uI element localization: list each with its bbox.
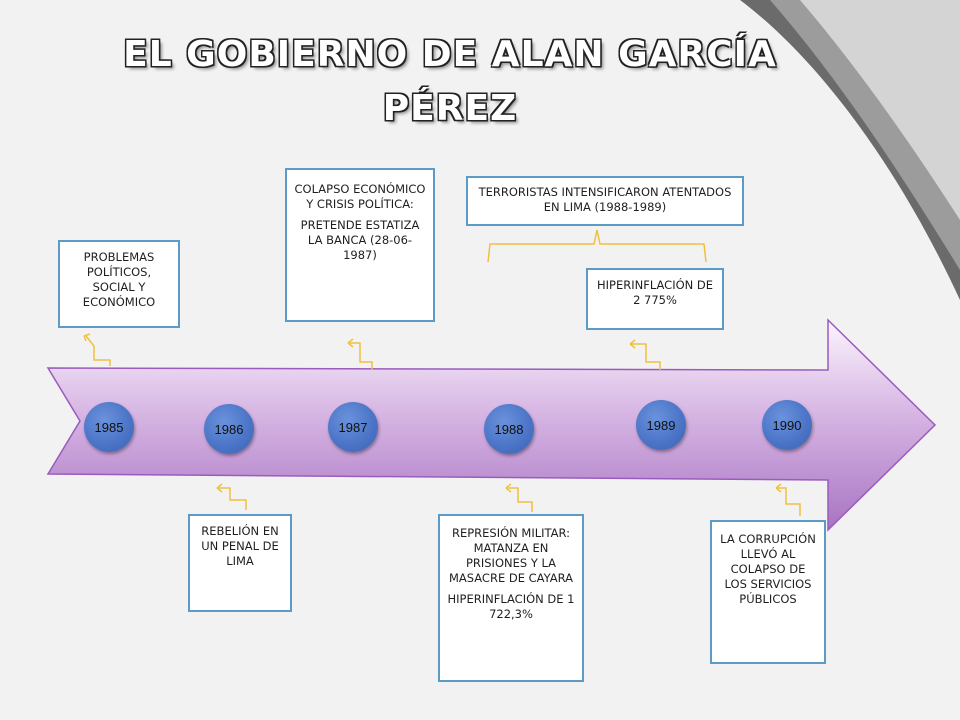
event-text: TERRORISTAS INTENSIFICARON ATENTADOS EN …: [478, 185, 732, 214]
year-1989: 1989: [636, 400, 686, 450]
event-box-1986: REBELIÓN EN UN PENAL DE LIMA: [188, 514, 292, 612]
event-text: PROBLEMAS POLÍTICOS, SOCIAL Y ECONÓMICO: [82, 250, 156, 309]
title-line-1: EL GOBIERNO DE ALAN GARCÍA: [123, 34, 777, 75]
event-text: HIPERINFLACIÓN DE 1 722,3%: [447, 592, 575, 621]
title-line-2: PÉREZ: [382, 88, 518, 129]
year-1986: 1986: [204, 404, 254, 454]
event-box-1989: HIPERINFLACIÓN DE 2 775%: [586, 268, 724, 330]
year-1987: 1987: [328, 402, 378, 452]
connectors: [83, 333, 801, 516]
event-text: HIPERINFLACIÓN DE 2 775%: [596, 278, 714, 307]
event-text: REBELIÓN EN UN PENAL DE LIMA: [201, 524, 279, 568]
event-text: REPRESIÓN MILITAR: MATANZA EN PRISIONES …: [448, 526, 574, 585]
event-box-1988-top: TERRORISTAS INTENSIFICARON ATENTADOS EN …: [466, 176, 744, 226]
year-1988: 1988: [484, 404, 534, 454]
event-box-1988-bottom: REPRESIÓN MILITAR: MATANZA EN PRISIONES …: [438, 514, 584, 682]
event-box-1990: LA CORRUPCIÓN LLEVÓ AL COLAPSO DE LOS SE…: [710, 520, 826, 664]
event-box-1985: PROBLEMAS POLÍTICOS, SOCIAL Y ECONÓMICO: [58, 240, 180, 328]
page-title: EL GOBIERNO DE ALAN GARCÍA PÉREZ: [70, 28, 830, 136]
event-box-1987: COLAPSO ECONÓMICO Y CRISIS POLÍTICA: PRE…: [285, 168, 435, 322]
year-1985: 1985: [84, 402, 134, 452]
event-text: PRETENDE ESTATIZA LA BANCA (28-06-1987): [300, 218, 420, 262]
event-text: LA CORRUPCIÓN LLEVÓ AL COLAPSO DE LOS SE…: [720, 532, 816, 606]
swoosh-light: [800, 0, 960, 220]
year-1990: 1990: [762, 400, 812, 450]
event-text: COLAPSO ECONÓMICO Y CRISIS POLÍTICA:: [294, 182, 426, 211]
brace: [487, 229, 707, 263]
